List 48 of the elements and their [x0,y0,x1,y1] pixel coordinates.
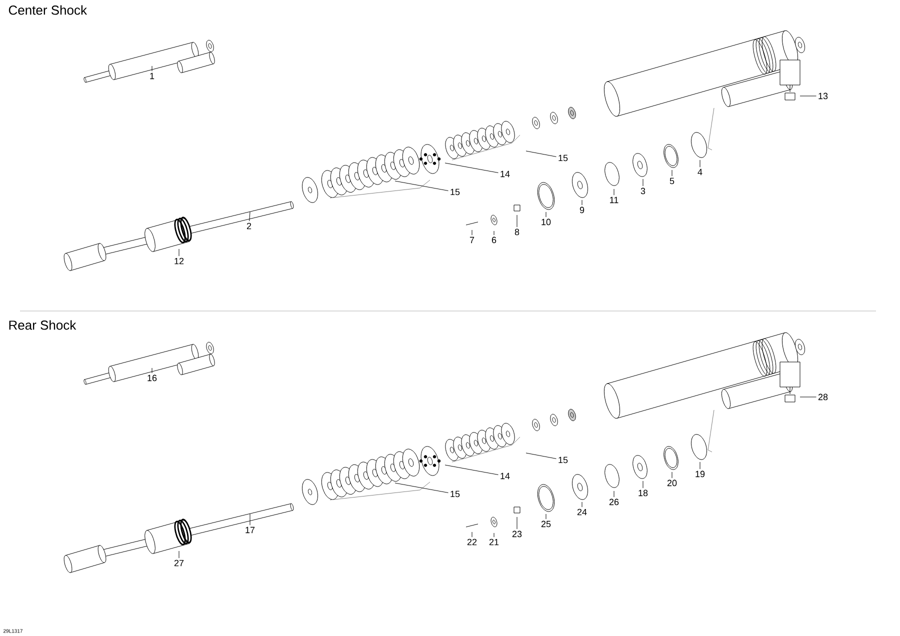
callout-number: 6 [492,236,496,244]
callout-number: 17 [246,526,255,534]
callout-number: 27 [174,560,184,566]
callout-number: 7 [470,236,474,244]
leader-line [178,550,180,558]
leader-line [178,248,180,256]
callout-number: 23 [512,530,522,538]
callout-number: 20 [667,480,677,486]
leader-line [516,516,518,530]
callout-number: 8 [514,228,520,236]
leader-line [642,178,644,186]
leader-line [516,214,518,228]
section-heading: Rear Shock [9,320,76,330]
callout-number: 13 [818,92,828,100]
callout-number: 26 [609,498,619,506]
callout-number: 21 [489,538,499,546]
callout-number: 18 [638,490,648,496]
callout-number: 4 [698,168,702,176]
leader-line [249,212,250,222]
callout-number: 19 [696,470,705,478]
leader-line [444,464,498,475]
callout-number: 5 [670,178,674,184]
callout-number: 12 [174,258,184,264]
leader-line [642,480,644,488]
leader-line [526,150,556,157]
callout-number: 9 [580,206,584,214]
callout-number: 15 [450,490,460,498]
callout-number: 11 [610,196,618,204]
callout-number: 15 [558,154,568,162]
callout-number: 15 [450,188,460,196]
callout-number: 25 [541,520,551,528]
callout-number: 10 [542,218,551,226]
leader-line [394,180,448,191]
callout-number: 14 [500,472,510,480]
callout-number: 3 [640,188,646,194]
callout-number: 16 [148,374,157,382]
callout-number: 1 [150,72,154,80]
callout-number: 2 [246,222,252,230]
callout-number: 24 [577,508,587,516]
leader-line [444,162,498,173]
leader-line [526,452,556,459]
callout-number: 22 [467,538,477,546]
section-heading: Center Shock [8,5,88,15]
leader-line [394,482,448,493]
leader-line [800,396,816,398]
callout-number: 28 [818,394,828,400]
callout-number: 15 [558,456,568,464]
callout-number: 14 [500,170,510,178]
